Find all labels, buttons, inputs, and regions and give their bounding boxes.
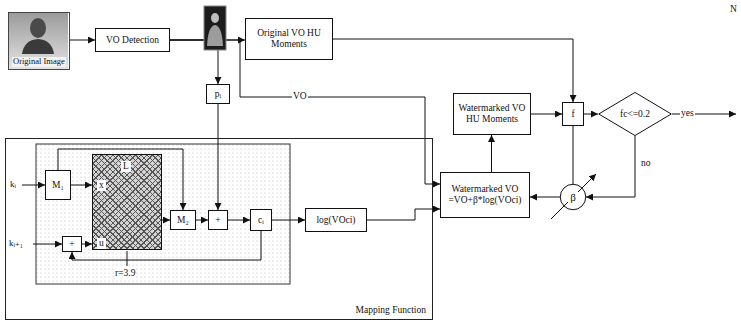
process-box: Watermarked VO =VO+β*log(VOci) bbox=[440, 172, 530, 218]
box-label: + bbox=[69, 239, 74, 250]
flow-connector bbox=[491, 135, 492, 172]
box-label: β bbox=[568, 191, 578, 203]
box-label: M₂ bbox=[177, 215, 189, 226]
flow-connector bbox=[367, 209, 440, 220]
process-box: Original VO HU Moments bbox=[245, 18, 333, 60]
box-label: fc<=0.2 bbox=[620, 109, 650, 120]
adder-box: + bbox=[208, 210, 228, 230]
flow-label: N bbox=[729, 4, 738, 15]
process-box: Watermarked VO HU Moments bbox=[453, 93, 531, 135]
signal-name: kᵢ bbox=[9, 179, 17, 189]
portrait-head bbox=[30, 18, 46, 38]
flow-connector bbox=[531, 114, 562, 115]
box-label: M₁ bbox=[52, 180, 64, 191]
box-label: Original VO HU Moments bbox=[249, 28, 329, 49]
flow-connector bbox=[228, 220, 250, 221]
vo-thumbnail bbox=[204, 6, 226, 50]
variable-box: pᵢ bbox=[206, 84, 230, 104]
edge-label: no bbox=[640, 158, 652, 169]
portrait-photo bbox=[8, 12, 68, 70]
box-label: Watermarked VO =VO+β*log(VOci) bbox=[444, 184, 526, 205]
group-box: M₁ Lx u + M₂ + cᵢ log(VOci) Mapping Function bbox=[5, 138, 433, 320]
function-box: f bbox=[562, 102, 584, 126]
flow-connector bbox=[162, 220, 170, 221]
box-label: VO Detection bbox=[106, 35, 159, 46]
box-label: + bbox=[215, 215, 220, 226]
vo-figure-body bbox=[207, 25, 223, 46]
process-box: log(VOci) bbox=[305, 208, 367, 232]
variable-box: cᵢ bbox=[250, 209, 272, 231]
flow-connector bbox=[71, 185, 92, 186]
diamond-outline bbox=[599, 92, 672, 135]
inner-region bbox=[36, 144, 290, 284]
image-box: Original Image bbox=[8, 12, 70, 70]
box-label: Watermarked VO HU Moments bbox=[457, 103, 527, 124]
flow-connector bbox=[170, 40, 440, 184]
box-label: f bbox=[571, 109, 574, 120]
vo-figure-head bbox=[211, 13, 219, 23]
box-label: log(VOci) bbox=[316, 215, 355, 226]
flow-connector bbox=[530, 197, 560, 198]
adder-box: + bbox=[62, 236, 82, 252]
group-title: Mapping Function bbox=[356, 305, 426, 316]
flow-connector bbox=[586, 136, 635, 197]
flow-connector bbox=[272, 220, 305, 221]
signal-name: r=3.9 bbox=[114, 268, 136, 279]
flow-connector bbox=[573, 126, 574, 184]
box-label: u bbox=[97, 238, 106, 249]
edge-label: VO bbox=[292, 91, 308, 102]
box-label: x bbox=[97, 180, 106, 191]
operator-box: M₂ bbox=[170, 210, 196, 230]
flow-connector bbox=[82, 244, 92, 245]
input-arrow bbox=[33, 244, 62, 245]
process-box: VO Detection bbox=[95, 28, 170, 52]
flow-connector bbox=[584, 114, 598, 115]
circle-outline bbox=[560, 184, 585, 209]
input-arrow bbox=[22, 185, 45, 186]
box-label: L bbox=[121, 161, 131, 172]
flow-connector bbox=[196, 220, 208, 221]
map-box: Lx u bbox=[92, 154, 162, 250]
parameter-leader bbox=[127, 251, 128, 266]
flow-label: yes bbox=[680, 108, 695, 119]
flow-connector bbox=[218, 104, 219, 210]
box-label: Original Image bbox=[12, 57, 66, 67]
decision-diamond: fc<=0.2 bbox=[598, 92, 672, 136]
parameter-circle: β bbox=[560, 184, 586, 210]
portrait-shoulders bbox=[22, 39, 54, 54]
signal-name: kᵢ₊₁ bbox=[8, 238, 24, 248]
adjust-arrow bbox=[551, 174, 596, 219]
operator-box: M₁ bbox=[45, 170, 71, 200]
flow-connector bbox=[70, 40, 95, 41]
box-label: cᵢ bbox=[258, 215, 264, 226]
box-label: pᵢ bbox=[215, 89, 221, 100]
